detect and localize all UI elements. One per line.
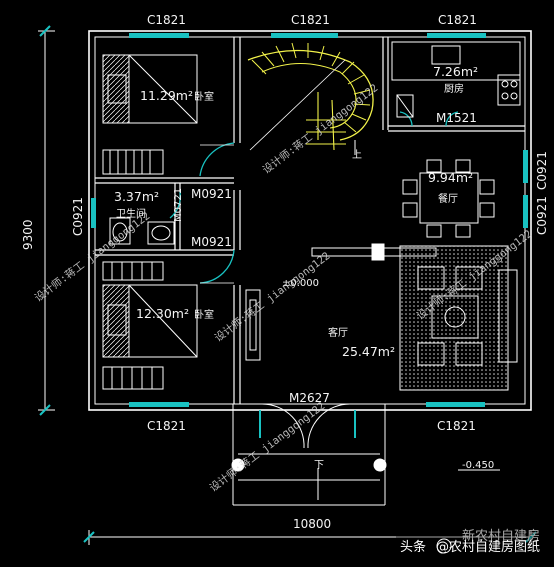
door-swings [169,111,459,449]
door-label-bedroom-top: M0921 [191,187,232,201]
bedroom-top-area: 11.29m² [140,88,193,103]
bath-fixtures [109,217,175,245]
porch-level: -0.450 [462,460,494,471]
bed-top [102,54,198,175]
footer-source: 头条 [400,539,426,555]
porch-windows [259,410,356,438]
dining-name: 餐厅 [438,192,458,205]
door-label-bedroom-bottom: M0921 [191,235,232,249]
steps-down-label: 下 [314,460,324,471]
bedroom-bottom-name: 卧室 [194,308,214,321]
window-label-top-left: C1821 [147,13,186,27]
stair-up-label: 上 [352,149,362,161]
bathroom-name: 卫生间 [116,207,146,220]
living-sofa-set [245,245,518,391]
dimension-ticks [39,25,537,543]
window-label-bottom-left: C1821 [147,419,186,433]
bed-bottom [102,261,198,390]
dining-table [402,159,495,238]
kitchen-area: 7.26m² [433,64,478,79]
dimension-lines [38,30,532,545]
spiral-staircase [247,42,374,155]
kitchen-name: 厨房 [444,82,464,95]
dining-area: 9.94m² [428,170,473,185]
dimension-width: 10800 [293,517,331,531]
bedroom-top-name: 卧室 [194,90,214,103]
window-label-bottom-right: C1821 [437,419,476,433]
door-label-kitchen: M1521 [436,111,477,125]
window-label-top-right: C1821 [438,13,477,27]
door-label-entrance: M2627 [289,391,330,405]
floor-level: ±0.000 [282,278,319,289]
footer-overlay: 新农村自建房 [462,528,540,544]
kitchen-fixtures [391,41,521,118]
avatar-icon [436,538,452,554]
window-label-right-lower: C0921 [535,196,549,235]
window-label-right-upper: C0921 [535,151,549,190]
dimension-depth: 9300 [21,219,35,250]
windows [91,33,528,407]
porch [231,404,500,506]
interior-walls [95,37,525,404]
living-area: 25.47m² [342,344,395,359]
footer-account: @农村自建房图纸 [436,539,540,555]
door-label-bathroom: M0721 [173,188,184,222]
living-name: 客厅 [328,326,348,339]
window-label-top-middle: C1821 [291,13,330,27]
window-label-left: C0921 [71,197,85,236]
bathroom-area: 3.37m² [114,189,159,204]
bedroom-bottom-area: 12.30m² [136,306,189,321]
